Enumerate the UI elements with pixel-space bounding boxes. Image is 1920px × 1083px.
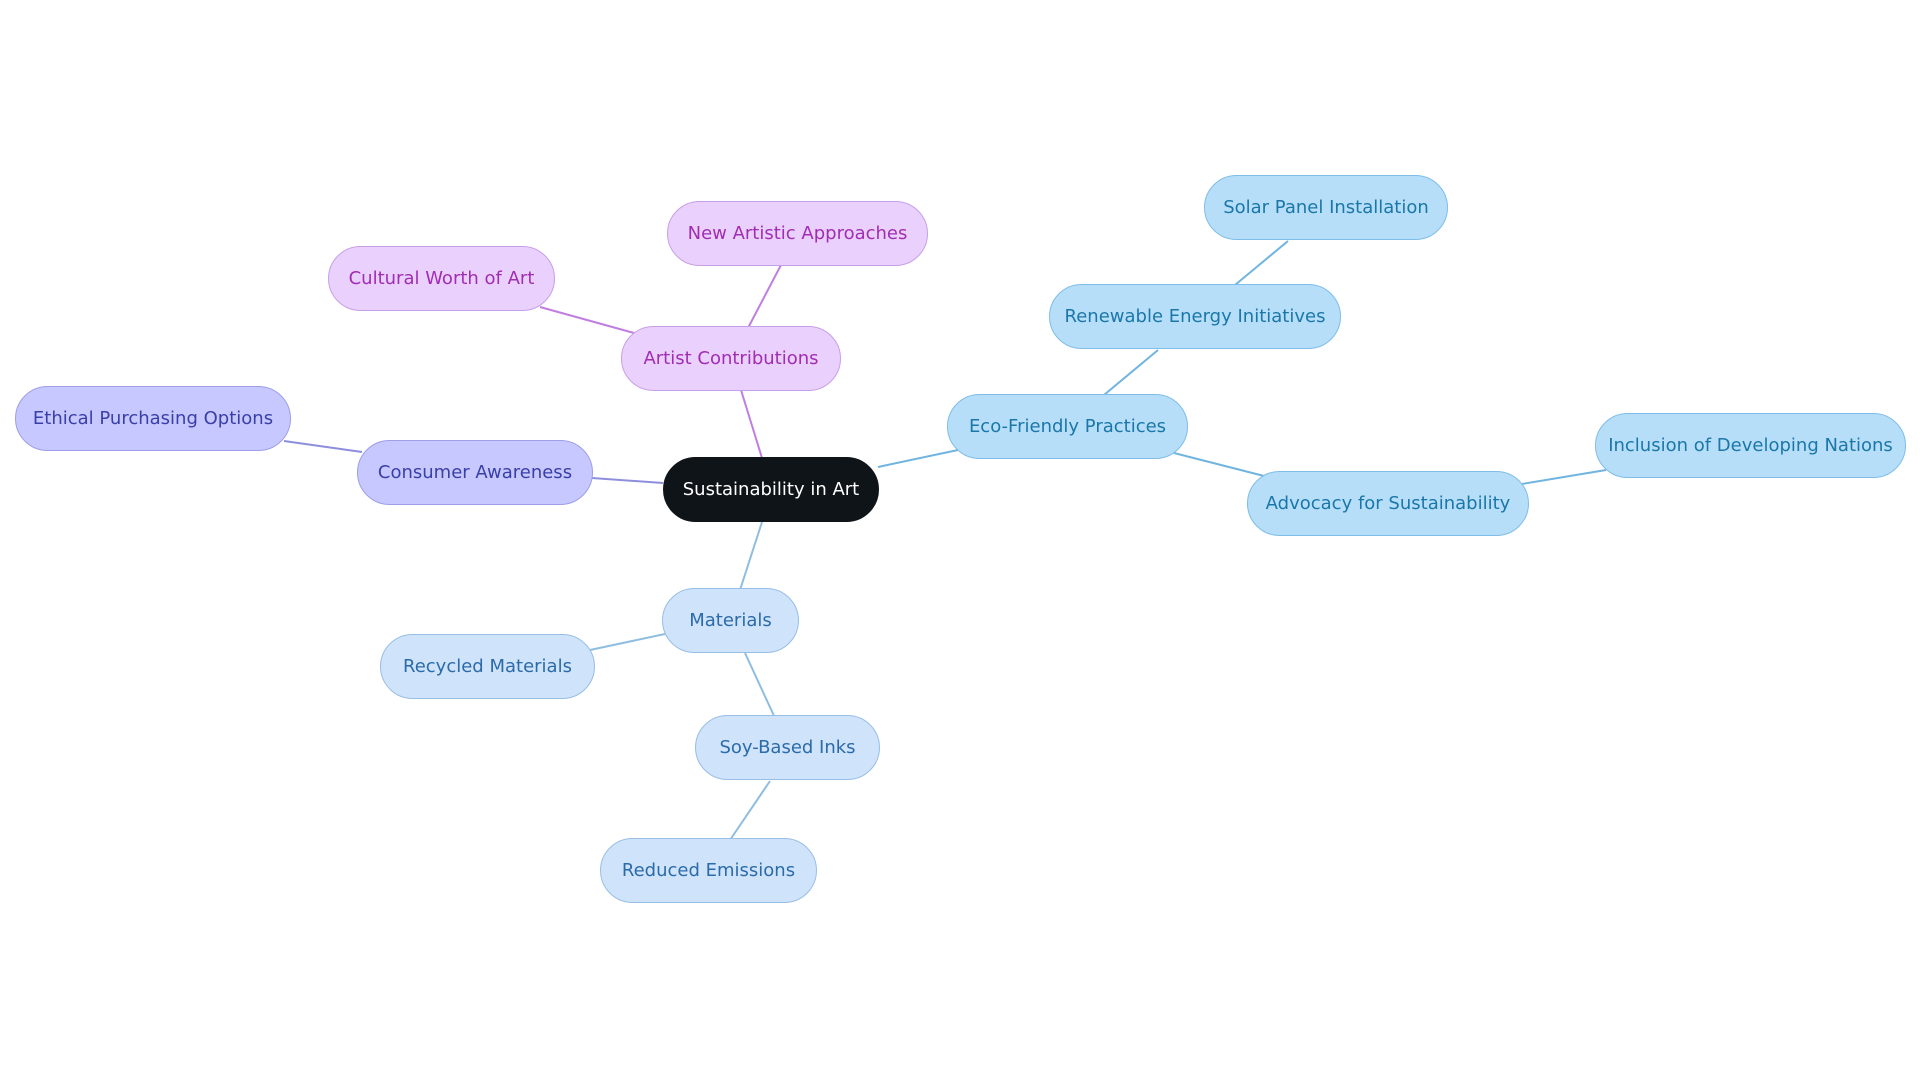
edge-materials-recycled <box>589 633 666 651</box>
node-renewable-energy-initiatives[interactable]: Renewable Energy Initiatives <box>1049 284 1341 349</box>
node-materials[interactable]: Materials <box>662 588 799 653</box>
edge-advocacy-inclusion <box>1521 469 1607 485</box>
edge-root-artist-contributions <box>740 389 763 459</box>
node-solar-panel-installation[interactable]: Solar Panel Installation <box>1204 175 1448 240</box>
node-inclusion-of-developing-nations[interactable]: Inclusion of Developing Nations <box>1595 413 1906 478</box>
edge-root-consumer-awareness <box>591 477 664 484</box>
node-eco-friendly-practices[interactable]: Eco-Friendly Practices <box>947 394 1188 459</box>
edge-eco-advocacy <box>1173 452 1269 478</box>
node-soy-based-inks[interactable]: Soy-Based Inks <box>695 715 880 780</box>
node-consumer-awareness[interactable]: Consumer Awareness <box>357 440 593 505</box>
edge-soy-reduced <box>729 780 771 841</box>
node-reduced-emissions[interactable]: Reduced Emissions <box>600 838 817 903</box>
node-cultural-worth-of-art[interactable]: Cultural Worth of Art <box>328 246 555 311</box>
node-recycled-materials[interactable]: Recycled Materials <box>380 634 595 699</box>
node-artist-contributions[interactable]: Artist Contributions <box>621 326 841 391</box>
edge-artist-new-approaches <box>747 264 782 329</box>
root-node-sustainability-in-art[interactable]: Sustainability in Art <box>663 457 879 522</box>
edge-root-materials <box>739 521 763 591</box>
node-ethical-purchasing-options[interactable]: Ethical Purchasing Options <box>15 386 291 451</box>
edge-root-eco-friendly <box>877 449 959 468</box>
edge-renewable-solar <box>1234 240 1289 286</box>
node-new-artistic-approaches[interactable]: New Artistic Approaches <box>667 201 928 266</box>
node-advocacy-for-sustainability[interactable]: Advocacy for Sustainability <box>1247 471 1529 536</box>
edge-consumer-ethical-purchasing <box>283 440 363 453</box>
edge-eco-renewable <box>1103 349 1159 396</box>
edge-materials-soy <box>744 652 776 719</box>
edge-artist-cultural-worth <box>539 306 635 334</box>
